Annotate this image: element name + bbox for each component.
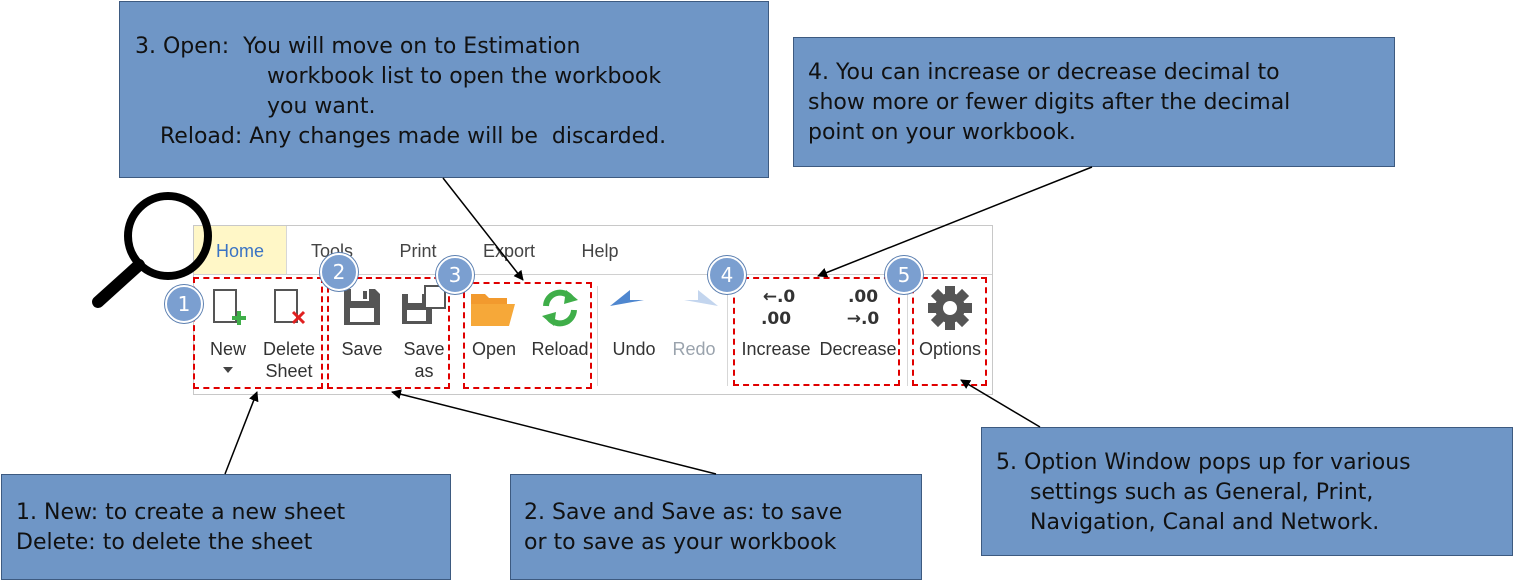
gear-icon [928,286,972,330]
callout-text-line: 2. Save and Save as: to save [524,500,843,525]
arrow-callout-2 [391,389,717,475]
callout-decimal: 4. You can increase or decrease decimal … [793,37,1395,167]
highlight-new-delete [193,277,323,389]
increase-icon-line1: ←.0 [762,287,796,307]
decrease-icon-line2: →.0 [846,309,880,329]
arrow-callout-3 [442,177,524,281]
reload-icon [542,289,578,327]
badge-5: 5 [885,256,923,294]
callout-text-line: Navigation, Canal and Network. [1030,510,1380,535]
options-button-label: Options [918,339,982,359]
save-as-button[interactable]: Save as [394,282,454,382]
highlight-options [912,277,987,386]
redo-button-label: Redo [672,339,716,359]
highlight-decimal [733,277,900,386]
group-separator [907,286,908,386]
folder-open-icon [471,294,515,326]
decrease-decimal-icon: .00 →.0 [818,286,898,330]
callout-text-line: 1. New: to create a new sheet [16,500,346,525]
increase-decimal-button[interactable]: ←.0 .00 Increase [738,282,814,382]
callout-text-line: 3. Open: You will move on to Estimation [135,34,581,59]
callout-text-line: point on your workbook. [808,120,1076,145]
new-button-label: New [209,339,246,359]
save-as-label-line2: as [414,361,434,381]
ribbon-tab-bar: Home Tools Print Export Help [194,226,992,275]
arrow-callout-1 [224,391,259,475]
save-as-icon [402,285,446,324]
callout-new-delete: 1. New: to create a new sheet Delete: to… [1,474,451,580]
open-button[interactable]: Open [466,282,522,382]
options-button[interactable]: Options [914,282,986,382]
chevron-down-icon [223,367,233,373]
badge-4: 4 [708,256,746,294]
increase-icon-line2: .00 [760,309,792,329]
open-button-label: Open [471,339,517,359]
callout-text-line: Delete: to delete the sheet [16,530,313,555]
delete-sheet-button[interactable]: Delete Sheet [256,282,322,382]
highlight-open-reload [463,282,592,389]
increase-button-label: Increase [741,339,811,359]
group-separator [597,286,598,386]
magnifier-icon [92,192,212,308]
callout-text-line: workbook list to open the workbook [267,64,662,89]
callout-text-line: 4. You can increase or decrease decimal … [808,60,1280,85]
callout-open-reload: 3. Open: You will move on to Estimation … [119,1,769,178]
callout-text-line: you want. [267,94,376,119]
callout-text-line: show more or fewer digits after the deci… [808,90,1291,115]
save-button-label: Save [341,339,383,359]
increase-decimal-icon: ←.0 .00 [738,286,814,330]
reload-button[interactable]: Reload [528,282,592,382]
highlight-save [327,277,450,389]
group-separator [727,286,728,386]
arrow-callout-5 [960,379,1041,428]
badge-1: 1 [165,285,203,323]
callout-text-line: or to save as your workbook [524,530,837,555]
new-sheet-icon [213,289,246,325]
reload-button-label: Reload [531,339,589,359]
callout-text-line: 5. Option Window pops up for various [996,450,1411,475]
tab-print[interactable]: Print [399,241,437,261]
redo-button[interactable]: Redo [666,282,722,382]
callout-save: 2. Save and Save as: to save or to save … [510,474,922,580]
arrow-callout-4 [817,166,1093,278]
badge-3: 3 [436,256,474,294]
save-as-label-line1: Save [403,339,445,359]
redo-icon [684,290,718,306]
decrease-decimal-button[interactable]: .00 →.0 Decrease [818,282,898,382]
undo-button-label: Undo [612,339,656,359]
delete-sheet-icon [274,289,306,325]
undo-button[interactable]: Undo [606,282,662,382]
undo-icon [610,290,644,306]
badge-2: 2 [320,253,358,291]
callout-text-line: settings such as General, Print, [1030,480,1374,505]
decrease-button-label: Decrease [819,339,897,359]
save-button[interactable]: Save [334,282,390,382]
decrease-icon-line1: .00 [847,287,879,307]
delete-sheet-label-line2: Sheet [265,361,313,381]
tab-help[interactable]: Help [581,241,619,261]
new-button[interactable]: New [202,282,254,382]
callout-options: 5. Option Window pops up for various set… [981,427,1513,556]
callout-text-line: Reload: Any changes made will be discard… [160,124,667,149]
delete-sheet-label-line1: Delete [262,339,316,359]
ribbon-toolbar: Home Tools Print Export Help New Delete … [193,225,993,395]
save-icon [344,289,380,325]
